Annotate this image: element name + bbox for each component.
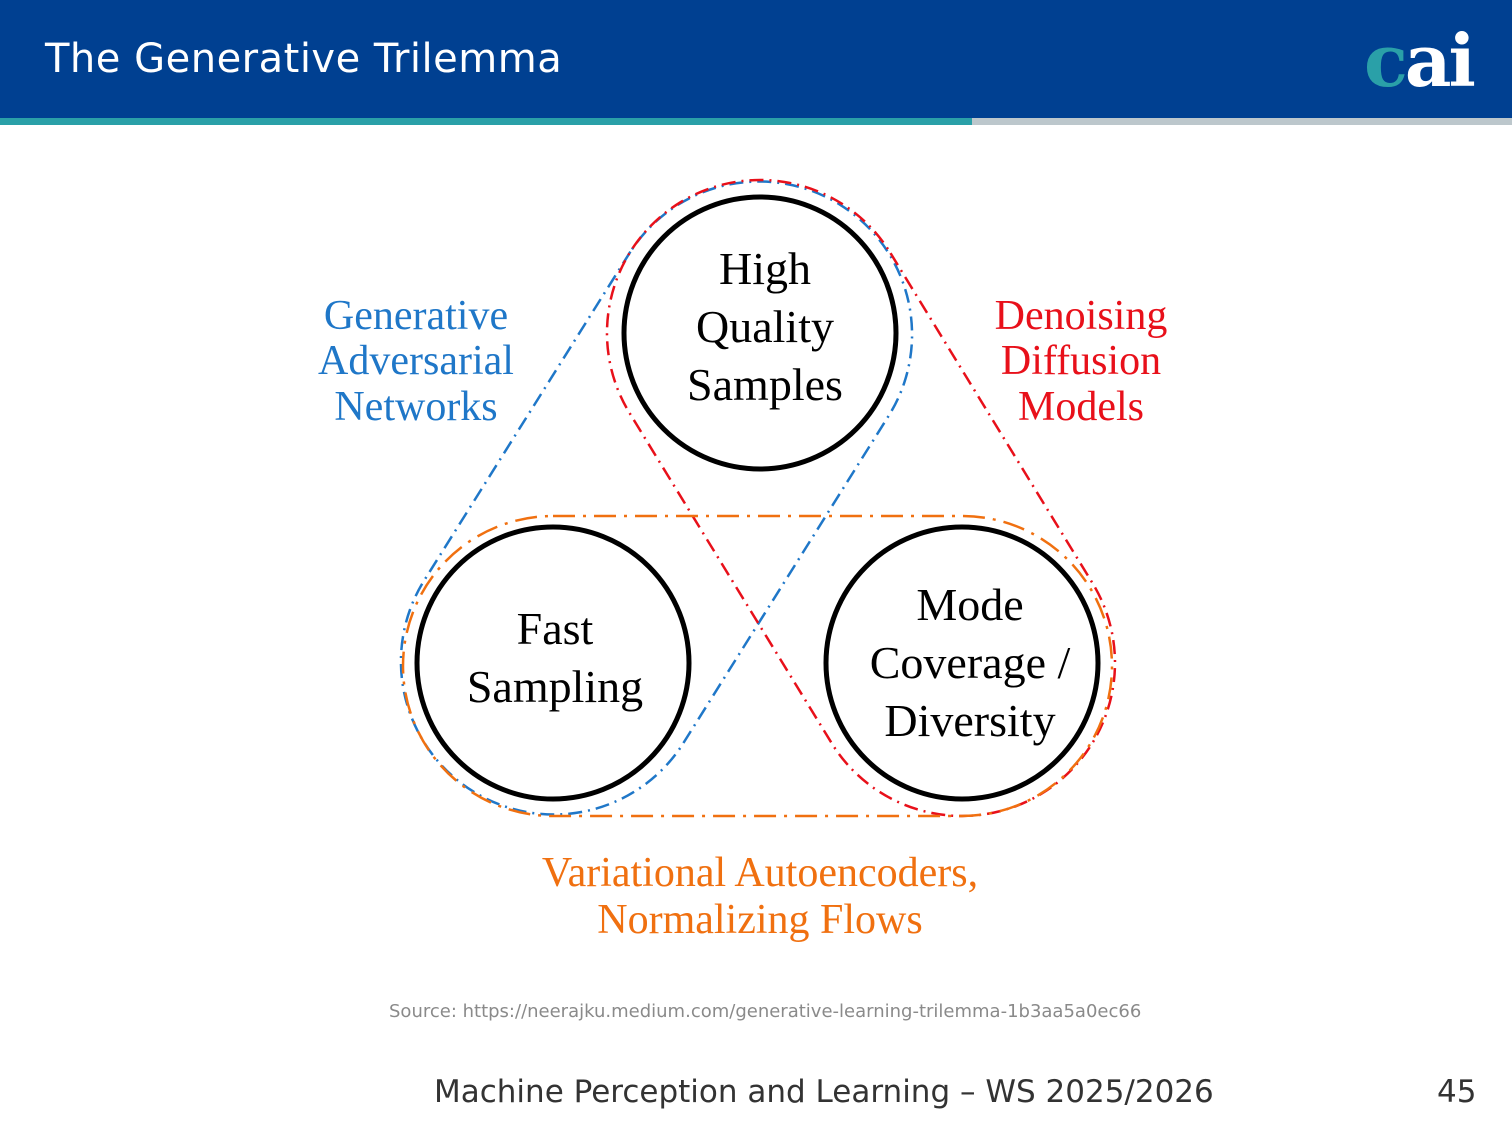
slide-title: The Generative Trilemma — [45, 36, 563, 82]
diffusion-loop — [605, 178, 1117, 818]
node-high-quality: High Quality Samples — [640, 240, 890, 414]
node-line: Coverage / — [869, 636, 1071, 688]
source-link[interactable]: Source: https://neerajku.medium.com/gene… — [389, 1001, 1142, 1022]
logo-c: c — [1364, 18, 1408, 103]
label-vae: Variational Autoencoders, Normalizing Fl… — [460, 850, 1060, 944]
diffusion-line: Denoising — [994, 293, 1168, 339]
node-line: High — [719, 243, 811, 294]
cai-logo: cai — [1364, 18, 1476, 103]
node-mode-coverage-circle — [823, 524, 1101, 802]
node-line: Mode — [916, 579, 1024, 630]
logo-ai: ai — [1404, 18, 1476, 103]
node-line: Diversity — [884, 694, 1056, 746]
header-accent-grey — [972, 118, 1512, 125]
page-number: 45 — [1437, 1074, 1477, 1110]
node-line: Quality — [696, 300, 834, 352]
node-fast-sampling-circle — [414, 524, 692, 802]
diffusion-line: Diffusion — [1000, 338, 1162, 385]
footer-course: Machine Perception and Learning – WS 202… — [434, 1074, 1214, 1110]
gan-line: Networks — [334, 383, 498, 430]
vae-loop — [401, 514, 1114, 818]
label-diffusion: Denoising Diffusion Models — [966, 293, 1196, 430]
gan-line: Generative — [323, 293, 509, 339]
node-fast-sampling: Fast Sampling — [430, 600, 680, 716]
label-gan: Generative Adversarial Networks — [296, 293, 536, 430]
header-bar — [0, 0, 1512, 118]
node-line: Samples — [687, 358, 843, 410]
node-line: Fast — [516, 603, 594, 654]
node-line: Sampling — [466, 660, 644, 712]
vae-line: Normalizing Flows — [597, 897, 923, 944]
node-mode-coverage: Mode Coverage / Diversity — [840, 576, 1100, 750]
diffusion-line: Models — [1018, 383, 1144, 430]
header-accent-teal — [0, 118, 972, 125]
vae-line: Variational Autoencoders, — [541, 850, 979, 896]
gan-loop — [399, 180, 914, 816]
gan-line: Adversarial — [318, 338, 514, 385]
node-high-quality-circle — [621, 194, 899, 472]
